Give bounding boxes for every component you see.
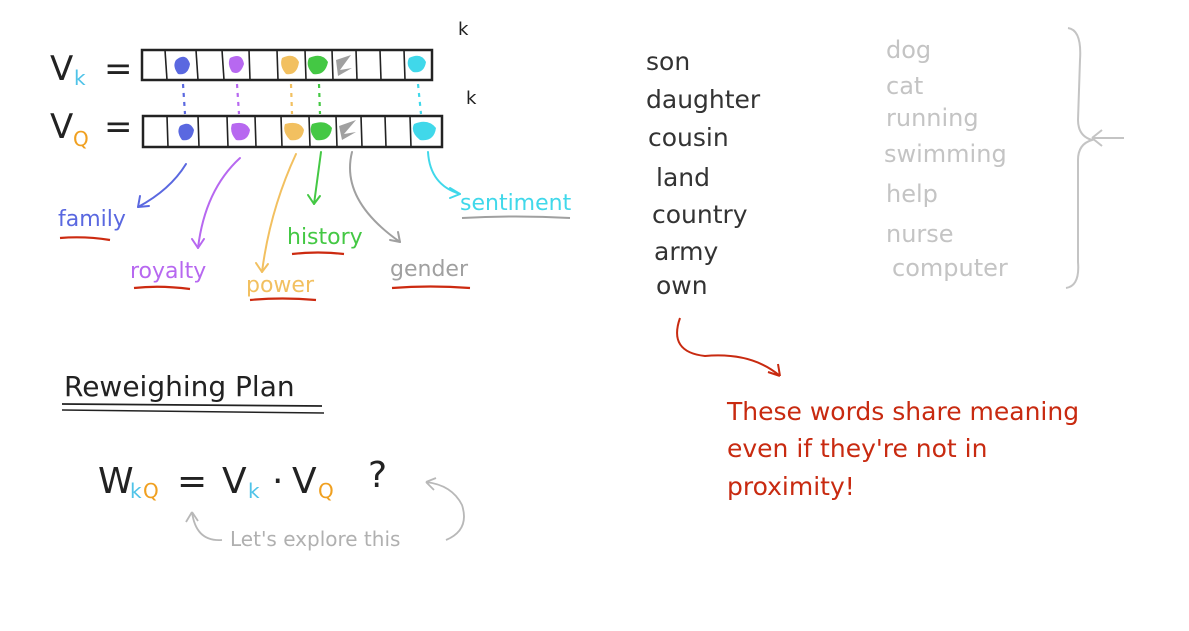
brace-arrow-icon	[1091, 129, 1124, 147]
unrelated-word: computer	[892, 254, 1008, 282]
vector-k: V k = k	[50, 19, 469, 90]
vector-k-dim-mark: k	[458, 19, 469, 40]
formula-equals: =	[177, 461, 207, 502]
curly-brace	[1065, 27, 1096, 289]
related-word: son	[646, 47, 690, 76]
feature-underline-sentiment	[461, 215, 571, 219]
formula-v2: V	[292, 461, 317, 502]
formula-v1: V	[222, 461, 247, 502]
vector-k-letter: V	[50, 49, 73, 89]
annotation-line: proximity!	[727, 472, 855, 501]
formula-v2-sub: Q	[318, 479, 334, 503]
formula-question: ?	[368, 455, 387, 496]
related-word: cousin	[648, 123, 729, 152]
annotation-arrow	[676, 317, 781, 377]
formula-w-sub-q: Q	[143, 479, 159, 503]
reweighing-plan: Reweighing Plan W k Q = V k · V Q ? Let'…	[61, 370, 465, 551]
dimension-links	[181, 83, 423, 115]
unrelated-word: help	[886, 180, 938, 208]
unrelated-word: cat	[886, 72, 923, 100]
unrelated-words-list: dog cat running swimming help nurse comp…	[884, 36, 1008, 282]
explore-note-text: Let's explore this	[230, 527, 400, 551]
related-word: own	[656, 271, 708, 300]
feature-arrows	[137, 151, 461, 273]
feature-label-royalty: royalty	[130, 259, 206, 284]
vector-k-subscript: k	[74, 66, 86, 90]
feature-underline-gender	[391, 285, 471, 290]
vector-k-equals: =	[104, 49, 133, 89]
annotation-text: These words share meaning even if they'r…	[726, 397, 1079, 501]
feature-underline-power	[249, 297, 317, 302]
unrelated-word: dog	[886, 36, 931, 64]
vector-q: V Q = k	[50, 88, 477, 151]
explore-note: Let's explore this	[185, 477, 465, 551]
feature-label-history: history	[287, 225, 363, 250]
unrelated-word: running	[886, 104, 979, 132]
related-word: daughter	[646, 85, 761, 114]
unrelated-word: nurse	[886, 220, 954, 248]
related-word: country	[652, 200, 748, 229]
feature-labels: family royalty power history gender sent…	[58, 191, 572, 302]
vector-q-subscript: Q	[73, 127, 89, 151]
explore-arrow-left	[185, 511, 223, 541]
related-words-list: son daughter cousin land country army ow…	[646, 47, 761, 300]
plan-formula: W k Q = V k · V Q ?	[98, 455, 387, 503]
feature-label-family: family	[58, 207, 126, 232]
feature-label-gender: gender	[390, 257, 469, 282]
annotation-line: These words share meaning	[726, 397, 1079, 426]
formula-w: W	[98, 461, 134, 502]
feature-underline-history	[291, 251, 345, 256]
formula-dot: ·	[272, 461, 283, 502]
feature-underline-family	[59, 236, 111, 242]
related-word: army	[654, 237, 719, 266]
unrelated-word: swimming	[884, 140, 1007, 168]
vector-q-dim-mark: k	[466, 88, 477, 109]
vector-q-cells	[141, 114, 444, 149]
formula-w-sub-k: k	[130, 479, 142, 503]
feature-underline-royalty	[133, 285, 191, 291]
vector-q-letter: V	[50, 107, 73, 147]
vector-k-cells	[140, 48, 434, 82]
feature-label-power: power	[246, 273, 315, 298]
plan-title-underline	[61, 403, 323, 407]
plan-title: Reweighing Plan	[64, 370, 295, 403]
feature-label-sentiment: sentiment	[460, 191, 572, 216]
formula-v1-sub: k	[248, 479, 260, 503]
explore-arrow-right	[425, 477, 465, 541]
annotation-line: even if they're not in	[727, 434, 987, 463]
related-word: land	[656, 163, 710, 192]
vector-q-equals: =	[104, 107, 133, 147]
